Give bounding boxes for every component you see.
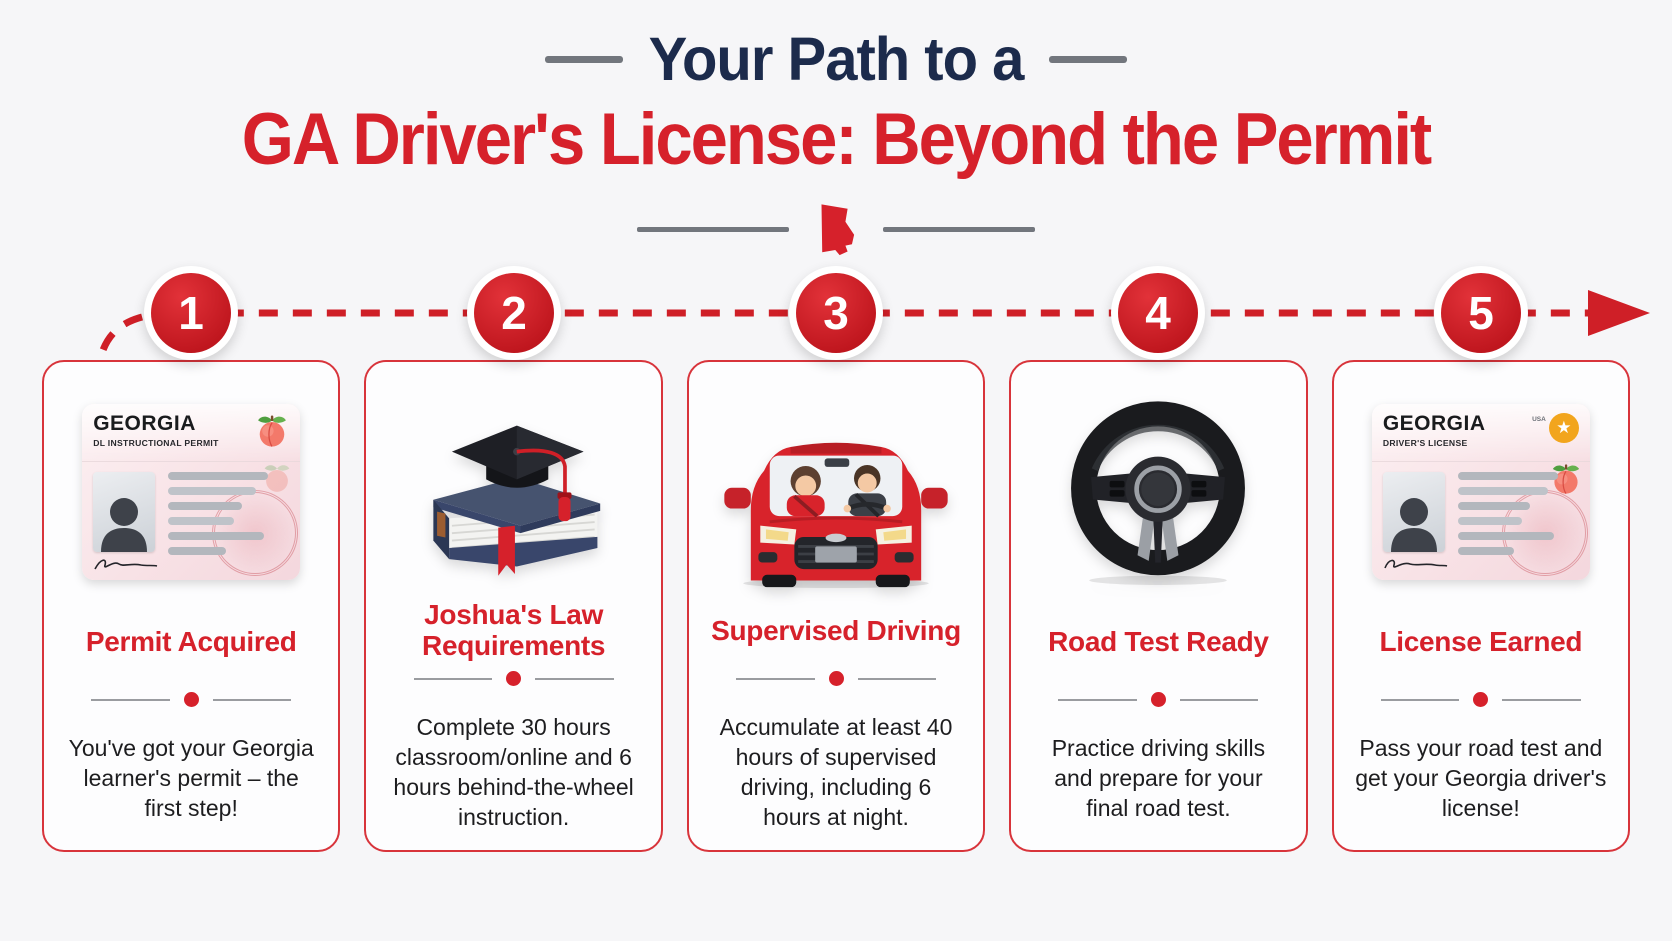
- step-card-supervised-driving: Supervised Driving Accumulate at least 4…: [686, 360, 986, 852]
- step-title: Road Test Ready: [1048, 625, 1269, 657]
- step-number: 4: [1118, 273, 1198, 353]
- step-number: 1: [151, 273, 231, 353]
- divider-left-line: [637, 226, 789, 232]
- step-description: Complete 30 hours classroom/online and 6…: [393, 714, 634, 830]
- id-doc-type: DL INSTRUCTIONAL PERMIT: [93, 438, 219, 448]
- car-with-driver-and-passenger-icon: [722, 396, 950, 589]
- book-with-graduation-cap-icon: [405, 396, 623, 586]
- step-number: 2: [474, 273, 554, 353]
- title-divider: [0, 200, 1672, 258]
- step-description: Pass your road test and get your Georgia…: [1355, 735, 1607, 821]
- divider-right-line: [883, 226, 1035, 232]
- step-card-joshuas-law: Joshua's Law Requirements Complete 30 ho…: [364, 360, 663, 852]
- steering-wheel-icon: [1065, 396, 1251, 588]
- usa-label: USA: [1532, 416, 1546, 423]
- step-description: You've got your Georgia learner's permit…: [68, 735, 314, 821]
- id-text-lines: [168, 472, 269, 555]
- id-photo-silhouette: [93, 472, 156, 552]
- step-divider: [1380, 692, 1581, 707]
- header: Your Path to a GA Driver's License: Beyo…: [0, 0, 1672, 258]
- step-divider: [1058, 692, 1259, 707]
- id-doc-type: DRIVER'S LICENSE: [1382, 438, 1468, 448]
- real-id-star-icon: ★: [1548, 413, 1579, 443]
- peach-icon: [258, 415, 287, 447]
- step-title: Permit Acquired: [85, 625, 297, 657]
- peach-icon: [1550, 462, 1582, 501]
- signature-scribble: [93, 556, 289, 577]
- step-number: 5: [1441, 273, 1521, 353]
- right-dash: [1049, 56, 1128, 63]
- step-divider: [413, 671, 614, 686]
- step-card-road-test: Road Test Ready Practice driving skills …: [1009, 360, 1308, 852]
- step-circle-5: 5: [1434, 266, 1528, 360]
- step-divider: [736, 671, 937, 686]
- step-card-permit-acquired: GEORGIA DL INSTRUCTIONAL PERMIT: [42, 360, 341, 852]
- georgia-instructional-permit-card-icon: GEORGIA DL INSTRUCTIONAL PERMIT: [82, 396, 301, 588]
- step-title: Joshua's Law Requirements: [422, 599, 606, 661]
- arrow-right-icon: [1588, 290, 1650, 336]
- georgia-drivers-license-card-icon: GEORGIA DRIVER'S LICENSE USA ★: [1371, 396, 1590, 588]
- step-number: 3: [796, 273, 876, 353]
- step-description: Accumulate at least 40 hours of supervis…: [719, 714, 953, 830]
- id-state-name: GEORGIA: [1382, 412, 1486, 435]
- page-title: GA Driver's License: Beyond the Permit: [241, 98, 1433, 181]
- step-circle-3: 3: [789, 266, 883, 360]
- peach-watermark-icon: [262, 462, 292, 499]
- left-dash: [544, 56, 623, 63]
- id-text-lines: [1457, 472, 1558, 555]
- step-divider: [91, 692, 292, 707]
- step-circle-4: 4: [1111, 266, 1205, 360]
- step-title: Supervised Driving: [711, 615, 961, 647]
- step-title: License Earned: [1379, 625, 1583, 657]
- step-circle-1: 1: [144, 266, 238, 360]
- eyebrow-row: Your Path to a: [0, 25, 1672, 94]
- step-circle-2: 2: [467, 266, 561, 360]
- steps-row: GEORGIA DL INSTRUCTIONAL PERMIT: [0, 360, 1672, 852]
- step-card-license-earned: GEORGIA DRIVER'S LICENSE USA ★: [1331, 360, 1631, 852]
- id-state-name: GEORGIA: [93, 412, 196, 435]
- eyebrow-title: Your Path to a: [648, 25, 1025, 94]
- step-description: Practice driving skills and prepare for …: [1051, 735, 1266, 821]
- id-photo-silhouette: [1382, 472, 1445, 552]
- georgia-state-icon: [821, 204, 855, 256]
- signature-scribble: [1383, 556, 1579, 577]
